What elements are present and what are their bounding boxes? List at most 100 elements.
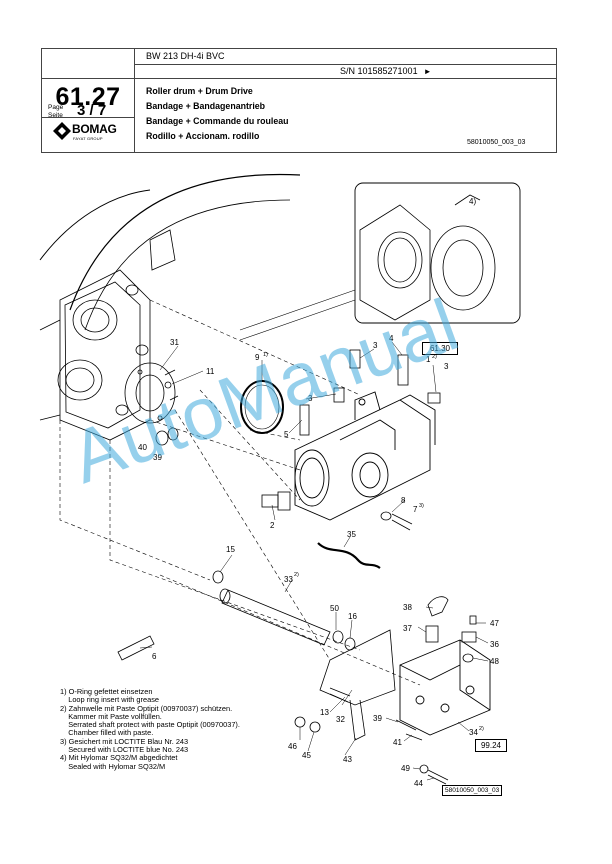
serial-number: S/N 101585271001► [340, 66, 432, 76]
seal-part [155, 430, 169, 446]
callout-inset-4: 4) [469, 197, 476, 206]
o-ring-15 [212, 570, 224, 584]
note-line: 3) Gesichert mit LOCTITE Blau Nr. 243 [60, 736, 189, 746]
callout-9: 9 [255, 353, 260, 362]
flange-part [124, 362, 179, 424]
model-name: BW 213 DH-4i BVC [146, 51, 225, 61]
header-block: BW 213 DH-4i BVC S/N 101585271001► 61.27… [41, 48, 557, 153]
drum-edge [39, 189, 151, 261]
page-label-en: Page [48, 104, 64, 111]
callout-6: 6 [152, 652, 157, 661]
drawing-ref: 58010050_003_03 [467, 139, 526, 146]
callout-16: 16 [348, 612, 357, 621]
note-line: Chamber filled with paste. [60, 728, 154, 738]
drum-outline-inner [84, 199, 291, 331]
callout-9-note: 1) [263, 352, 268, 358]
callout-32: 32 [336, 715, 345, 724]
serrated-shaft [219, 588, 331, 646]
callout-33: 33 [284, 575, 293, 584]
note-line: Loop ring insert with grease [60, 695, 160, 705]
title-es: Rodillo + Accionam. rodillo [146, 131, 260, 141]
callout-4: 4 [389, 334, 394, 343]
callout-41: 41 [393, 738, 402, 747]
title-fr: Bandage + Commande du rouleau [146, 116, 289, 126]
logo-text: BOMAG [72, 122, 117, 136]
drum-flange-assembly [39, 229, 176, 441]
elbow-fitting [427, 596, 449, 617]
callout-47: 47 [490, 619, 499, 628]
callout-3-top: 3 [373, 341, 378, 350]
ref-box-99-24[interactable]: 99.24 [475, 739, 507, 752]
callout-11: 11 [206, 367, 215, 376]
callout-49: 49 [401, 764, 410, 773]
callout-7-note: 3) [419, 503, 424, 509]
callout-37: 37 [403, 624, 412, 633]
callout-46: 46 [288, 742, 297, 751]
callout-7: 7 [413, 505, 418, 514]
title-block: Roller drum + Drum Drive Bandage + Banda… [146, 84, 289, 144]
seal-part [167, 427, 179, 441]
bomag-logo: BOMAG FAYAT GROUP [52, 121, 128, 145]
header-divider [42, 117, 134, 118]
callout-40: 40 [138, 443, 147, 452]
callout-39-right: 39 [373, 714, 382, 723]
logo-diamond-icon [53, 122, 71, 140]
cable [317, 542, 381, 569]
callout-36: 36 [490, 640, 499, 649]
callout-1: 1 [426, 355, 431, 364]
callout-33-note: 2) [294, 572, 299, 578]
bolt [391, 513, 413, 531]
callout-34: 34 [469, 728, 478, 737]
note-line: Sealed with Hylomar SQ32/M [60, 761, 166, 771]
callout-34-note: 2) [479, 726, 484, 732]
callout-1-note: 2) [432, 354, 437, 360]
o-ring [240, 380, 284, 434]
note-line: Serrated shaft protect with paste Optipi… [60, 720, 240, 730]
valve-block [399, 639, 491, 736]
footnotes: 1) O-Ring gefettet einsetzen Loop ring i… [60, 687, 240, 771]
page-label-de: Seite [48, 112, 63, 119]
paste-tube [117, 635, 155, 661]
bolt-44 [427, 769, 449, 785]
drum-drive-motor [294, 391, 436, 521]
ref-box-61-30[interactable]: 61.30 [422, 342, 458, 355]
note-line: 2) Zahnwelle mit Paste Optipit (00970037… [60, 703, 233, 713]
callout-50: 50 [330, 604, 339, 613]
bolt-13 [329, 687, 351, 703]
callout-8: 8 [401, 496, 406, 505]
callout-45: 45 [302, 751, 311, 760]
bracket [319, 629, 396, 741]
callout-2: 2 [270, 521, 275, 530]
callout-35: 35 [347, 530, 356, 539]
page-number: 61.27 [55, 83, 121, 111]
fittings [261, 349, 441, 511]
callout-39-left: 39 [153, 453, 162, 462]
page-value: 3 / 7 [77, 102, 107, 119]
note-line: 4) Mit Hylomar SQ32/M abgedichtet [60, 753, 178, 763]
callout-31: 31 [170, 338, 179, 347]
title-en: Roller drum + Drum Drive [146, 86, 253, 96]
bottom-drawing-ref: 58010050_003_03 [442, 785, 503, 796]
callout-13: 13 [320, 708, 329, 717]
callout-15: 15 [226, 545, 235, 554]
header-divider [134, 64, 556, 65]
logo-subtext: FAYAT GROUP [73, 136, 103, 141]
header-divider [134, 49, 135, 152]
callout-3-left: 3 [308, 394, 313, 403]
callout-5: 5 [284, 430, 289, 439]
callout-43: 43 [343, 755, 352, 764]
callout-44: 44 [414, 779, 423, 788]
note-line: 1) O-Ring gefettet einsetzen [60, 687, 153, 696]
callout-38: 38 [403, 603, 412, 612]
assembly-lines [59, 299, 421, 686]
note-line: Secured with LOCTITE blue No. 243 [60, 745, 189, 755]
inset-view [239, 182, 521, 341]
drum-outline [69, 173, 301, 311]
header-divider [42, 78, 556, 79]
title-de: Bandage + Bandagenantrieb [146, 101, 266, 111]
callout-3-right: 3 [444, 362, 449, 371]
callout-48: 48 [490, 657, 499, 666]
note-line: Kammer mit Paste vollfüllen. [60, 711, 162, 721]
serial-text: S/N 101585271001 [340, 66, 418, 76]
